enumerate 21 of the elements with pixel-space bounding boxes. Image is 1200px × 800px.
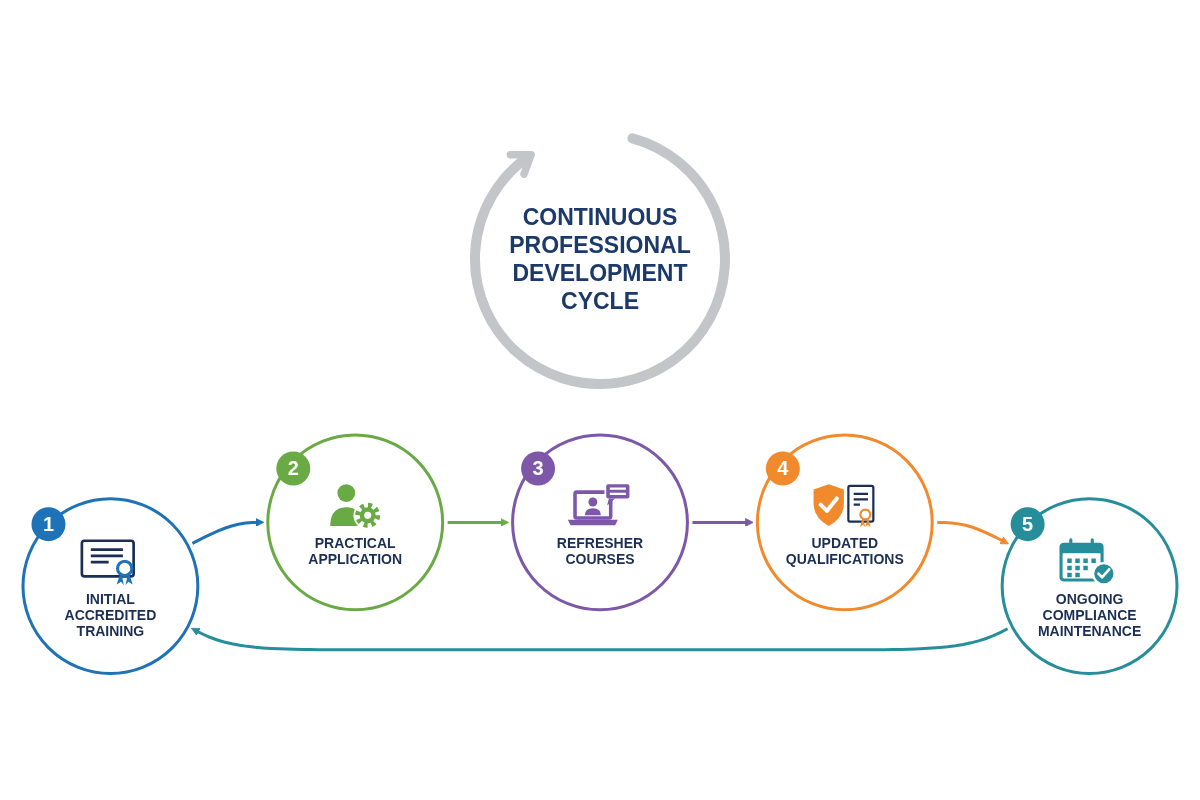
step-label: INITIAL ACCREDITED TRAINING xyxy=(63,590,158,639)
step-circle xyxy=(511,433,689,612)
step-circle xyxy=(266,433,445,612)
step-label: UPDATED QUALIFICATIONS xyxy=(784,535,905,568)
step-label: ONGOING COMPLIANCE MAINTENANCE xyxy=(1036,590,1143,639)
arrow xyxy=(447,517,509,527)
step-number-badge: 2 xyxy=(276,451,311,486)
arrow xyxy=(692,517,754,527)
arrow xyxy=(937,520,1009,545)
step-circle xyxy=(1000,496,1179,675)
step-circle xyxy=(21,496,200,675)
step-number-badge: 4 xyxy=(765,451,800,486)
step-number-badge: 3 xyxy=(521,451,556,486)
step-label: PRACTICAL APPLICATION xyxy=(307,535,404,568)
step-label: REFRESHER COURSES xyxy=(555,535,645,568)
arrow xyxy=(191,627,1009,652)
diagram-title: CONTINUOUS PROFESSIONAL DEVELOPMENT CYCLE xyxy=(508,202,692,315)
step-number-badge: 1 xyxy=(31,506,66,541)
arrow xyxy=(191,517,265,545)
step-circle xyxy=(755,433,934,612)
step-number-badge: 5 xyxy=(1010,506,1045,541)
